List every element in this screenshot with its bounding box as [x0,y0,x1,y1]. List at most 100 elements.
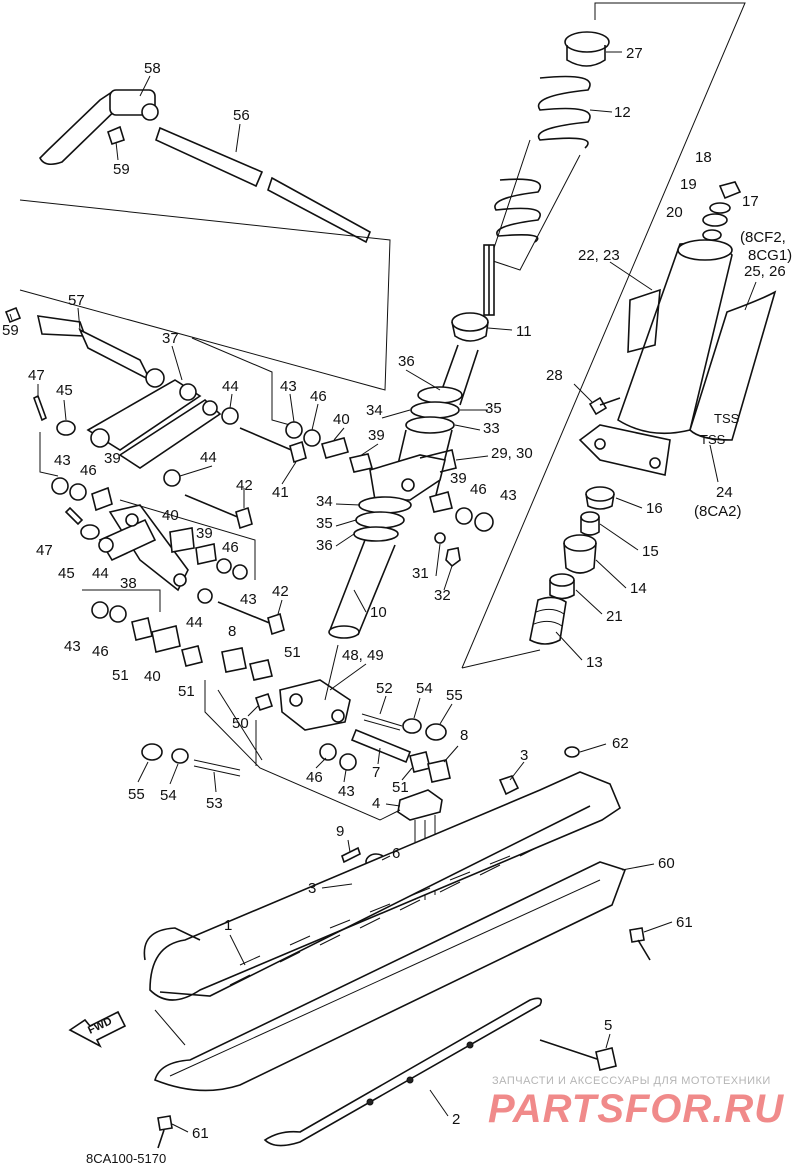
part-32-nipple [445,547,461,568]
part-14-bumper [563,534,597,574]
part-38-arm [98,504,189,592]
callout-39: 39 [368,427,385,444]
callout-43: 43 [500,487,517,504]
callout-25-26: 25, 26 [744,263,786,280]
part-31-nut [434,532,446,544]
callout-51: 51 [284,644,301,661]
part-27-bushing [564,31,622,67]
part-7-pin [350,728,412,764]
bushing-51-a [131,617,153,641]
callout-50: 50 [232,715,249,732]
part-61-bolt-upper [629,927,651,961]
lower-ring-stack [353,496,412,542]
callout-36: 36 [316,537,333,554]
callout-13: 13 [586,654,603,671]
spring-lower [494,178,541,243]
callout-4: 4 [372,795,380,812]
part-45-nut [56,420,76,436]
callout-47: 47 [28,367,45,384]
callout-24: 24 [716,484,733,501]
callout-44: 44 [92,565,109,582]
callout-57: 57 [68,292,85,309]
part-58-lever-arm [39,89,159,166]
callout-51: 51 [112,667,129,684]
callout-6: 6 [392,845,400,862]
bushing-39-lower [195,543,217,565]
part-12-spring [489,75,613,271]
callout-39: 39 [196,525,213,542]
callout-34: 34 [316,493,333,510]
part-3-nut-upper [498,775,520,796]
callout-52: 52 [376,680,393,697]
callout-55: 55 [128,786,145,803]
bushing-39-upper [348,453,374,473]
bushing-8-upper [221,647,247,673]
part-42-bolt-lower [217,601,285,636]
part-41-bolt [239,427,307,464]
washer-46-clevis [319,743,337,761]
fwd-arrow: FWD [68,1010,127,1048]
part-61-bolt-lower [157,1115,173,1149]
bushing-40-upper [321,437,349,459]
part-62-cap [564,746,580,758]
part-22-23-housing [578,239,733,476]
washer-54-left [171,748,189,764]
part-5-bolt [539,1039,617,1071]
callout-61: 61 [676,914,693,931]
callout-53: 53 [206,795,223,812]
reference-code: 8CA100-5170 [86,1151,166,1166]
callout-8ca2: (8CA2) [694,503,742,520]
callout-45: 45 [58,565,75,582]
callout-8: 8 [228,623,236,640]
callout-54: 54 [416,680,433,697]
part-48-49-clevis [279,679,351,731]
part-57-rod [36,315,165,388]
callout-39: 39 [450,470,467,487]
callout-37: 37 [162,330,179,347]
callout-7: 7 [372,764,380,781]
bracket-line-mid [82,499,256,612]
part-2-runner [263,997,543,1147]
callout-10: 10 [370,604,387,621]
callout-2: 2 [452,1111,460,1128]
callout-32: 32 [434,587,451,604]
callout-46: 46 [80,462,97,479]
washer-43-lower [232,564,248,580]
callout-51: 51 [178,683,195,700]
bushing-51-c [249,659,273,681]
callout-56: 56 [233,107,250,124]
callout-59: 59 [2,322,19,339]
callout-1: 1 [224,917,232,934]
callout-35: 35 [485,400,502,417]
callout-43: 43 [338,783,355,800]
callout-8cg1: 8CG1) [748,247,792,264]
callout-55: 55 [446,687,463,704]
callout-59: 59 [113,161,130,178]
part-1-ski [143,771,621,1001]
bushing-8-lower [427,759,451,783]
callout-47: 47 [36,542,53,559]
part-11-cup [451,312,513,342]
callout-58: 58 [144,60,161,77]
part-47-cotter-pin [33,394,47,422]
callout-28: 28 [546,367,563,384]
callout-43: 43 [280,378,297,395]
callout-46: 46 [222,539,239,556]
bushing-51-d [409,751,431,773]
watermark-logo: PARTSFOR.RU [488,1087,784,1131]
callout-44: 44 [222,378,239,395]
callout-22-23: 22, 23 [578,247,620,264]
part-17-19-washers [702,202,731,227]
nut-55-right [425,723,447,741]
callout-45: 45 [56,382,73,399]
part-29-30-clevis [369,449,457,501]
callout-36: 36 [398,353,415,370]
right-bushing-set [429,491,494,532]
callout-27: 27 [626,45,643,62]
washer-46-lower [216,558,232,574]
callout-31: 31 [412,565,429,582]
bracket-line-left [39,337,291,477]
shock-assembly-frame [461,2,746,669]
bushing-44-mid [163,469,181,487]
washer-44-upper [221,407,239,425]
